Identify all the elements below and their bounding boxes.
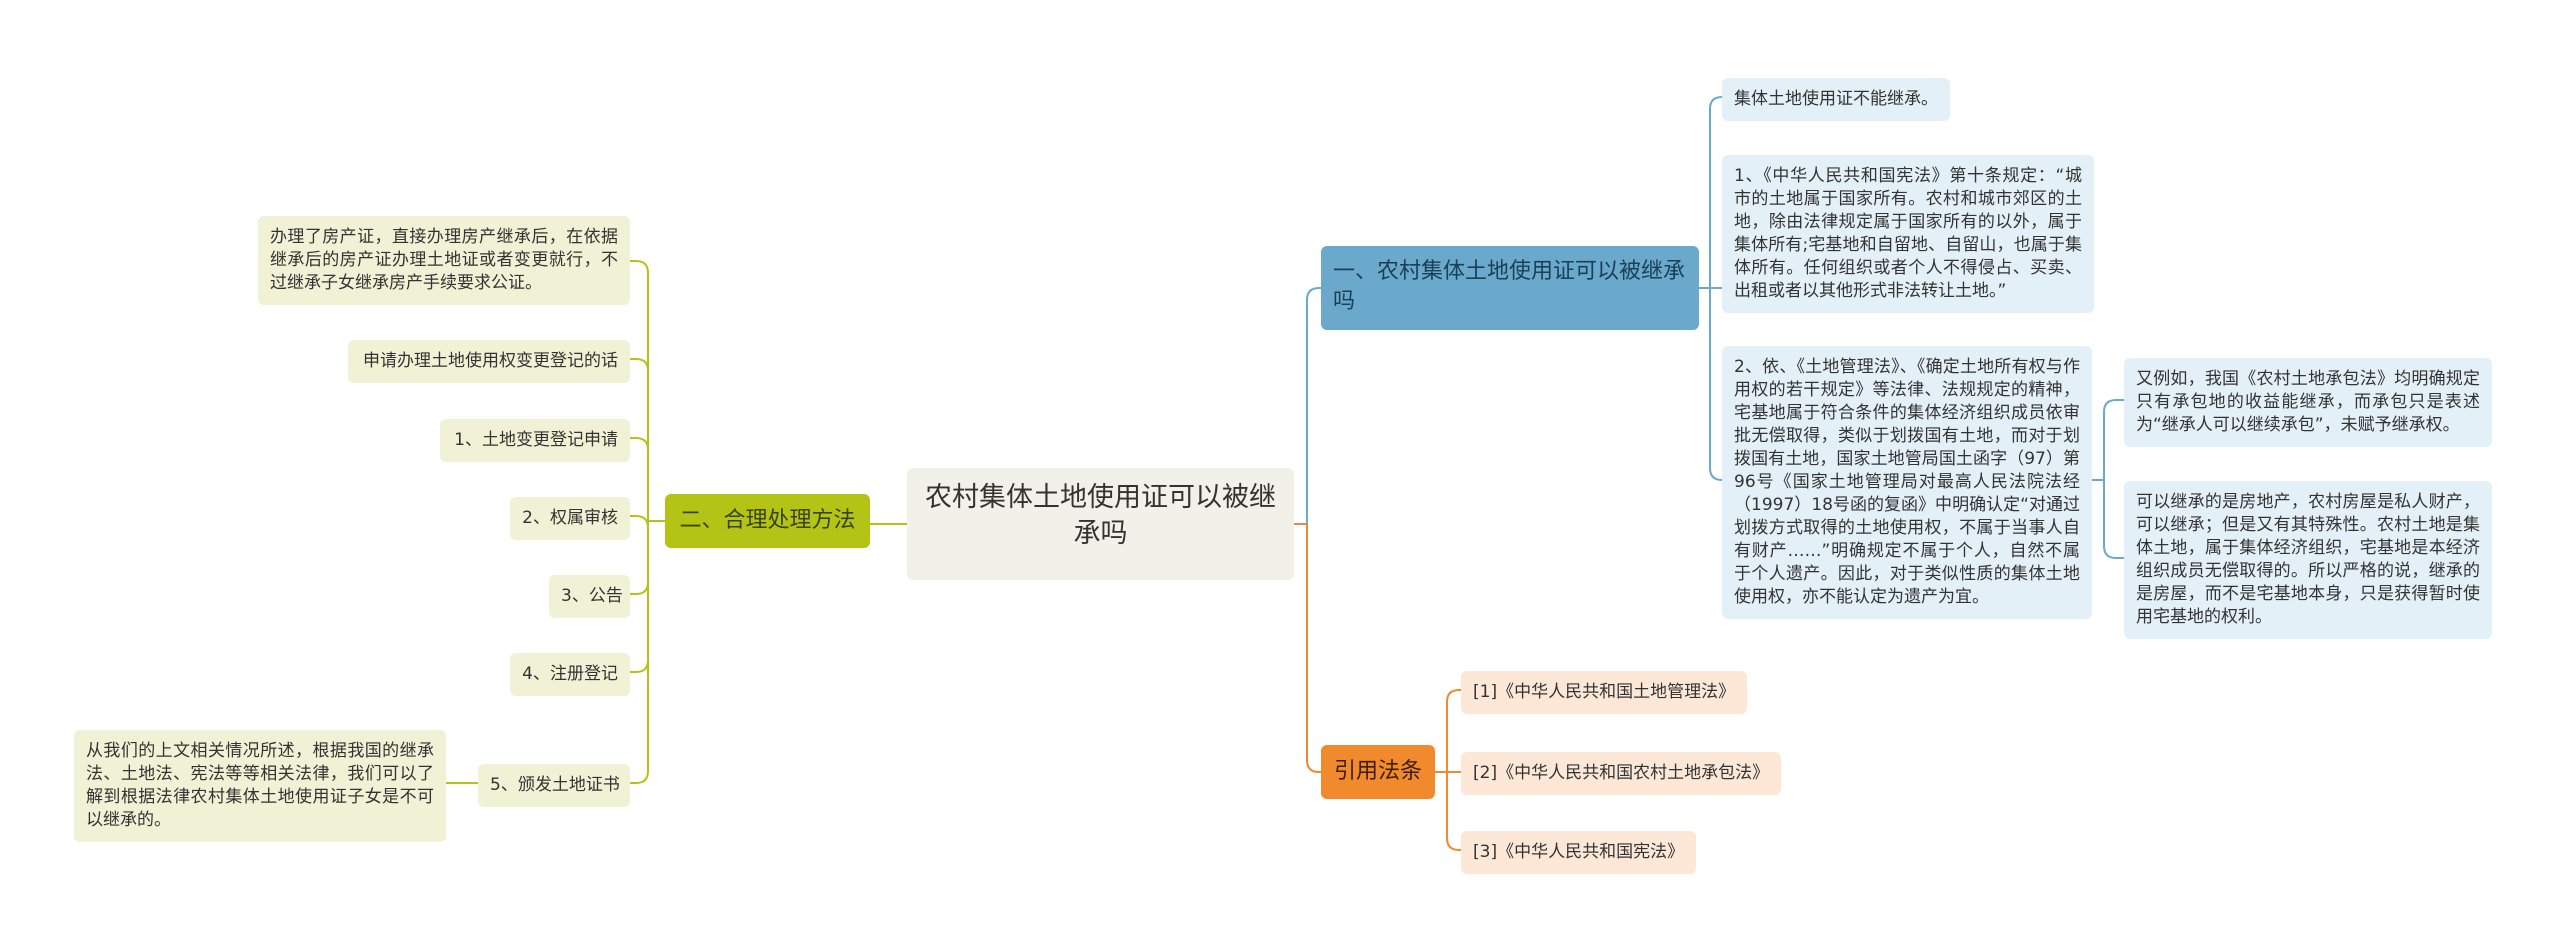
link-blue-sub1: [2103, 399, 2124, 480]
leaf-step-2[interactable]: 2、权属审核: [510, 497, 630, 540]
link-green-leaf1: [630, 260, 649, 521]
leaf-property-certificate[interactable]: 办理了房产证，直接办理房产继承后，在依据继承后的房产证办理土地证或者变更就行，不…: [258, 216, 630, 305]
leaf-land-law-spirit[interactable]: 2、依、《土地管理法》、《确定土地所有权与作用权的若干规定》等法律、法规规定的精…: [1722, 346, 2092, 619]
link-orange-leaf1: [1446, 689, 1461, 772]
branch-cited-laws[interactable]: 引用法条: [1321, 745, 1435, 799]
sub-conclusion[interactable]: 从我们的上文相关情况所述，根据我国的继承法、土地法、宪法等等相关法律，我们可以了…: [74, 730, 446, 842]
link-blue-sub2: [2103, 480, 2124, 559]
branch-inheritance-question[interactable]: 一、农村集体土地使用证可以被继承吗: [1321, 246, 1699, 330]
leaf-apply-change-registration[interactable]: 申请办理土地使用权变更登记的话: [348, 340, 630, 383]
link-green-leaf5: [630, 521, 649, 595]
link-green-leaf4: [630, 515, 649, 529]
leaf-constitution-article[interactable]: 1、《中华人民共和国宪法》第十条规定：“城市的土地属于国家所有。农村和城市郊区的…: [1722, 155, 2094, 313]
link-green-leaf2: [630, 358, 649, 521]
link-green-leaf7: [630, 521, 649, 784]
leaf-step-1[interactable]: 1、土地变更登记申请: [440, 419, 630, 462]
link-green-leaf3: [630, 437, 649, 521]
sub-house-inheritance[interactable]: 可以继承的是房地产，农村房屋是私人财产，可以继承；但是又有其特殊性。农村土地是集…: [2124, 481, 2492, 639]
link-blue-leaf3: [1709, 288, 1723, 481]
leaf-law-constitution[interactable]: [3]《中华人民共和国宪法》: [1461, 831, 1697, 874]
leaf-step-4[interactable]: 4、注册登记: [510, 653, 630, 696]
sub-contract-law-example[interactable]: 又例如，我国《农村土地承包法》均明确规定只有承包地的收益能继承，而承包只是表述为…: [2124, 358, 2492, 447]
branch-handling-methods[interactable]: 二、合理处理方法: [665, 494, 870, 548]
leaf-step-3[interactable]: 3、公告: [549, 575, 630, 618]
link-blue: [1306, 287, 1321, 524]
leaf-step-5[interactable]: 5、颁发土地证书: [478, 764, 630, 807]
central-topic[interactable]: 农村集体土地使用证可以被继承吗: [907, 468, 1294, 580]
leaf-law-land-management[interactable]: [1]《中华人民共和国土地管理法》: [1461, 671, 1748, 714]
link-blue-leaf1: [1709, 96, 1723, 288]
leaf-law-rural-contract[interactable]: [2]《中华人民共和国农村土地承包法》: [1461, 752, 1782, 795]
leaf-cannot-inherit[interactable]: 集体土地使用证不能继承。: [1722, 78, 1950, 121]
link-green-leaf6: [630, 521, 649, 673]
link-orange: [1306, 524, 1321, 773]
link-orange-leaf3: [1446, 772, 1461, 851]
